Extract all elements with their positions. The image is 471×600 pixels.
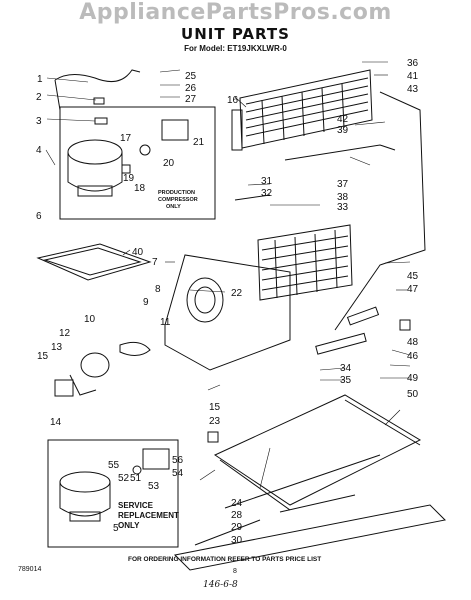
- callout-4: 4: [36, 145, 42, 156]
- footer-note: FOR ORDERING INFORMATION REFER TO PARTS …: [128, 556, 322, 563]
- callout-11: 11: [160, 317, 171, 328]
- svg-text:PRODUCTION: PRODUCTION: [158, 190, 195, 196]
- relay-part: [161, 119, 189, 141]
- callout-27: 27: [185, 94, 197, 105]
- page-number: 8: [233, 568, 237, 575]
- callout-1: 1: [37, 74, 43, 85]
- callout-5: 5: [113, 523, 119, 534]
- svg-text:COMPRESSOR: COMPRESSOR: [158, 197, 198, 203]
- callout-33: 33: [337, 202, 349, 213]
- callout-12: 12: [59, 328, 71, 339]
- callout-30: 30: [231, 535, 243, 546]
- callout-24: 24: [231, 498, 243, 509]
- callout-36: 36: [407, 58, 419, 69]
- callout-7: 7: [152, 257, 158, 268]
- service-note: SERVICE REPLACEMENT ONLY: [118, 501, 179, 530]
- compressor-service: [59, 471, 111, 522]
- callout-39: 39: [337, 125, 349, 136]
- svg-text:ONLY: ONLY: [166, 204, 181, 210]
- callout-54: 54: [172, 468, 184, 479]
- callout-labels: 1 2 3 4 5 6 7 8 9 10 11 12 13 14 15 15 1…: [36, 58, 419, 546]
- callout-40: 40: [132, 247, 144, 258]
- model-label: For Model: ET19JKXLWR-0: [184, 44, 287, 53]
- overload-part: [139, 144, 151, 156]
- callout-15a: 15: [37, 351, 49, 362]
- handwritten-note: 146-6-8: [203, 580, 238, 590]
- bracket-part: [315, 332, 367, 355]
- doc-code: 789014: [18, 566, 42, 573]
- callout-20: 20: [163, 158, 175, 169]
- svg-text:SERVICE: SERVICE: [118, 501, 154, 510]
- grommet-part: [207, 431, 219, 443]
- callout-32: 32: [261, 188, 273, 199]
- callout-49: 49: [407, 373, 419, 384]
- callout-10: 10: [84, 314, 96, 325]
- callout-51: 51: [130, 473, 142, 484]
- svg-text:REPLACEMENT: REPLACEMENT: [118, 511, 179, 520]
- evaporator-coil: [257, 224, 353, 301]
- callout-31: 31: [261, 176, 273, 187]
- callout-9: 9: [143, 297, 149, 308]
- callout-2: 2: [36, 92, 42, 103]
- production-note: PRODUCTION COMPRESSOR ONLY: [158, 190, 198, 210]
- overload-part-service: [132, 465, 142, 475]
- callout-38: 38: [337, 192, 349, 203]
- callout-37: 37: [337, 179, 349, 190]
- callout-14: 14: [50, 417, 62, 428]
- callout-55: 55: [108, 460, 120, 471]
- callout-46: 46: [407, 351, 419, 362]
- callout-43: 43: [407, 84, 419, 95]
- condenser-coil: [231, 69, 373, 151]
- watermark: AppliancePartsPros.com: [79, 0, 392, 25]
- callout-22: 22: [231, 288, 243, 299]
- callout-41: 41: [407, 71, 419, 82]
- callout-26: 26: [185, 83, 197, 94]
- power-cord: [54, 69, 141, 83]
- callout-17: 17: [120, 133, 132, 144]
- drain-pan: [36, 243, 152, 281]
- base-frame: [173, 394, 447, 571]
- callout-52: 52: [118, 473, 130, 484]
- callout-42: 42: [337, 114, 349, 125]
- callout-19: 19: [123, 173, 135, 184]
- callout-25: 25: [185, 71, 197, 82]
- callout-48: 48: [407, 337, 419, 348]
- callout-3: 3: [36, 116, 42, 127]
- callout-21: 21: [193, 137, 205, 148]
- callout-45: 45: [407, 271, 419, 282]
- svg-text:ONLY: ONLY: [118, 521, 140, 530]
- service-compressor-box: [47, 439, 179, 548]
- callout-15b: 15: [209, 402, 221, 413]
- callout-18: 18: [134, 183, 146, 194]
- fan-bracket: [164, 254, 291, 371]
- callout-56: 56: [172, 455, 184, 466]
- callout-53: 53: [148, 481, 160, 492]
- callout-13: 13: [51, 342, 63, 353]
- fan-motor: [54, 341, 151, 397]
- compressor-top: [67, 139, 131, 197]
- production-compressor-box: [59, 106, 216, 220]
- callout-50: 50: [407, 389, 419, 400]
- page-title: UNIT PARTS: [181, 25, 290, 43]
- callout-29: 29: [231, 522, 243, 533]
- callout-47: 47: [407, 284, 419, 295]
- callout-28: 28: [231, 510, 243, 521]
- callout-35: 35: [340, 375, 352, 386]
- callout-23: 23: [209, 416, 221, 427]
- tubing: [334, 91, 426, 331]
- callout-34: 34: [340, 363, 352, 374]
- relay-part-service: [142, 448, 170, 470]
- callout-6: 6: [36, 211, 42, 222]
- callout-8: 8: [155, 284, 161, 295]
- callout-16: 16: [227, 95, 239, 106]
